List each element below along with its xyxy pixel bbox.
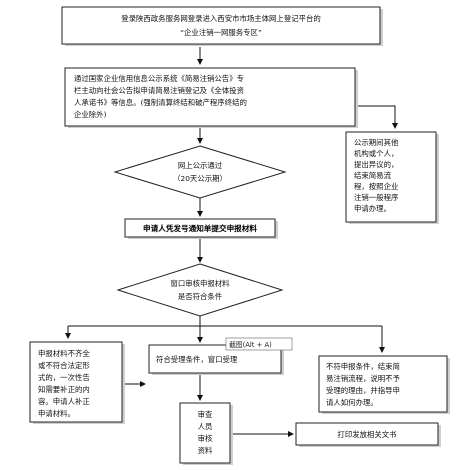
node-examine-line-3: 审核 <box>198 434 213 443</box>
node-announce-line-1: 通过国家企业信用信息公示系统《简易注销公告》专 <box>74 74 244 83</box>
node-publicity-check-line-2: （20天公示期） <box>173 174 227 183</box>
node-objection-line-6: 注销一般程序 <box>354 193 399 202</box>
node-objection-line-4: 结束简易流 <box>354 171 392 180</box>
node-objection-line-2: 机构或个人， <box>354 149 398 158</box>
node-submit: 申请人凭发号通知单提交申报材料 <box>124 218 278 239</box>
edge-announce-to-objection <box>355 105 398 129</box>
node-incomplete-line-4: 知需要补正的内 <box>38 385 90 394</box>
node-announce-line-4: 企业除外) <box>74 110 107 119</box>
node-objection-line-3: 提出异议的， <box>354 160 398 169</box>
screenshot-tooltip-text: 截图(Alt + A) <box>229 340 272 349</box>
edges <box>65 47 398 437</box>
node-print: 打印发放相关文书 <box>295 422 441 447</box>
node-examine-line-2: 人员 <box>198 422 213 431</box>
node-examine: 审查 人员 审核 资料 <box>179 402 233 465</box>
node-objection-line-5: 程，按照企业 <box>354 182 398 191</box>
node-incomplete-line-5: 容。申请人补正 <box>38 397 90 406</box>
node-reject-line-1: 不符申报条件，结束简 <box>326 362 400 371</box>
node-reject-line-2: 易注销流程，说明不予 <box>326 374 401 383</box>
node-announce: 通过国家企业信用信息公示系统《简易注销公告》专 栏主动向社会公告拟申请简易注销登… <box>64 67 358 128</box>
node-accept-line-1: 符合受理条件，窗口受理 <box>156 355 238 364</box>
node-publicity-check: 网上公示通过 （20天公示期） <box>113 145 287 199</box>
screenshot-tooltip: 截图(Alt + A) <box>225 337 293 351</box>
node-window-review-line-2: 是否符合条件 <box>178 292 223 301</box>
node-reject: 不符申报条件，结束简 易注销流程，说明不予 受理的理由，并指导申 请人如何办理。 <box>318 355 450 414</box>
node-announce-line-3: 人承诺书》等信息。(强制清算终结和破产程序终结的 <box>74 98 247 107</box>
node-print-line-1: 打印发放相关文书 <box>337 430 397 439</box>
node-start-line-2: “企业注销一网服务专区” <box>180 28 262 37</box>
node-incomplete-line-6: 申请材料。 <box>38 409 75 418</box>
node-objection-line-7: 申请办理。 <box>354 204 391 213</box>
node-window-review-line-1: 窗口审核申报材料 <box>170 279 230 288</box>
node-objection-line-1: 公示期间其他 <box>354 138 399 147</box>
node-reject-line-3: 受理的理由，并指导申 <box>326 386 400 395</box>
node-reject-line-4: 请人如何办理。 <box>326 398 378 407</box>
node-publicity-check-line-1: 网上公示通过 <box>178 161 223 170</box>
node-start-line-1: 登录陕西政务服务网登录进入西安市市场主体网上登记平台的 <box>121 14 321 23</box>
node-start: 登录陕西政务服务网登录进入西安市市场主体网上登记平台的 “企业注销一网服务专区” <box>61 6 383 46</box>
node-submit-line-1: 申请人凭发号通知单提交申报材料 <box>143 223 257 233</box>
node-window-review: 窗口审核申报材料 是否符合条件 <box>116 263 284 317</box>
node-incomplete-line-2: 或不符合法定形 <box>38 361 90 370</box>
node-announce-line-2: 栏主动向社会公告拟申请简易注销登记及《全体投资 <box>74 86 244 95</box>
node-incomplete-line-1: 申报材料不齐全 <box>38 349 90 358</box>
node-incomplete-line-3: 式的，一次性告 <box>38 373 90 382</box>
node-incomplete: 申报材料不齐全 或不符合法定形 式的，一次性告 知需要补正的内 容。申请人补正 … <box>29 341 125 424</box>
node-examine-line-1: 审查 <box>198 410 213 419</box>
node-examine-line-4: 资料 <box>198 446 213 455</box>
node-objection: 公示期间其他 机构或个人， 提出异议的， 结束简易流 程，按照企业 注销一般程序… <box>345 131 439 224</box>
